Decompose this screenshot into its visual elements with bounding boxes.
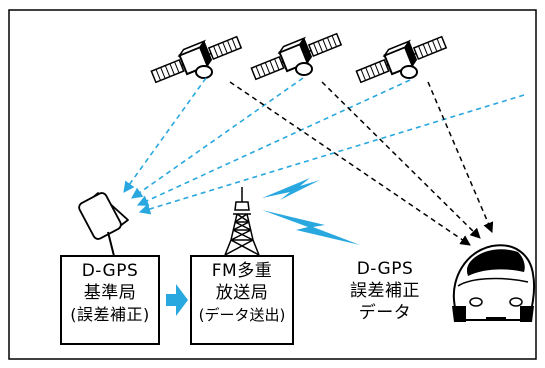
signal-far-to-base [138, 94, 525, 215]
radio-wave-lower [262, 210, 360, 245]
satellite-middle-icon [247, 25, 344, 85]
broadcast-data-label: D-GPS 誤差補正 データ [330, 258, 440, 324]
base-antenna-icon [78, 192, 129, 257]
signal-left-to-car [229, 81, 471, 246]
base-station-line-2: 基準局 [83, 283, 137, 303]
broadcast-data-line-2: 誤差補正 [350, 281, 420, 301]
fm-station-line-3: (データ送出) [198, 306, 286, 324]
base-station-line-1: D-GPS [81, 261, 139, 281]
fm-tower-icon [224, 187, 260, 256]
satellite-signals-to-car [229, 81, 494, 246]
base-station-box [60, 255, 160, 345]
car-icon [452, 244, 536, 322]
radio-wave-upper [262, 178, 320, 200]
fm-station-line-1: FM多重 [211, 261, 273, 281]
broadcast-data-line-3: データ [358, 303, 412, 323]
fm-station-line-2: 放送局 [215, 283, 269, 303]
base-station-label: D-GPS 基準局 (誤差補正) [60, 260, 160, 326]
diagram-border [8, 9, 537, 360]
signal-right-to-base [136, 79, 411, 206]
satellite-left-icon [147, 28, 244, 88]
base-station-line-3: (誤差補正) [70, 305, 150, 324]
signal-middle-to-car [321, 81, 481, 239]
satellite-right-icon [352, 28, 449, 88]
satellite-signals-to-base [123, 77, 525, 215]
flow-arrow-icon [166, 284, 188, 316]
fm-station-label: FM多重 放送局 (データ送出) [190, 260, 294, 326]
signal-right-to-car [427, 81, 494, 233]
signal-middle-to-base [131, 77, 304, 199]
fm-station-box [190, 255, 294, 345]
broadcast-data-line-1: D-GPS [356, 259, 414, 279]
radio-wave-icons [262, 178, 360, 245]
signal-left-to-base [123, 77, 207, 193]
